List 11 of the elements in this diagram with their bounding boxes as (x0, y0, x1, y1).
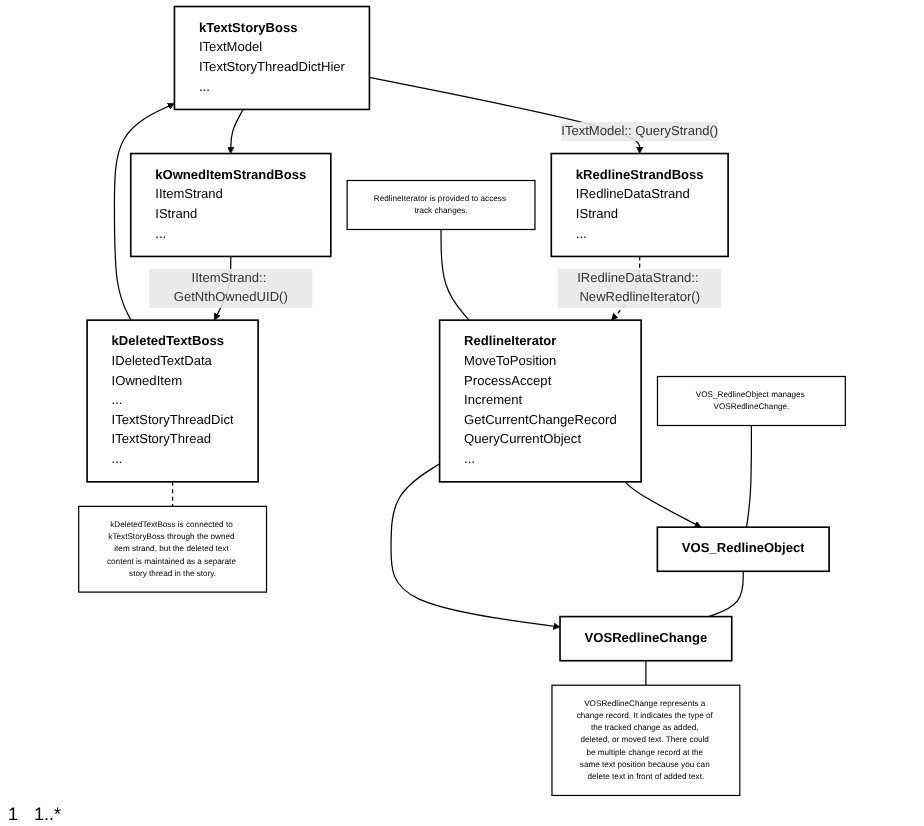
connector (172, 481, 174, 507)
arrow (113, 102, 175, 321)
multiplicity-label: 1..* (34, 804, 62, 824)
connector (745, 424, 752, 528)
multiplicity-label: 1 (8, 804, 19, 824)
arrow (624, 481, 702, 528)
arrow (390, 463, 561, 630)
connector (645, 660, 647, 686)
arrow (227, 108, 244, 154)
connector (440, 228, 470, 321)
connector (707, 570, 744, 618)
